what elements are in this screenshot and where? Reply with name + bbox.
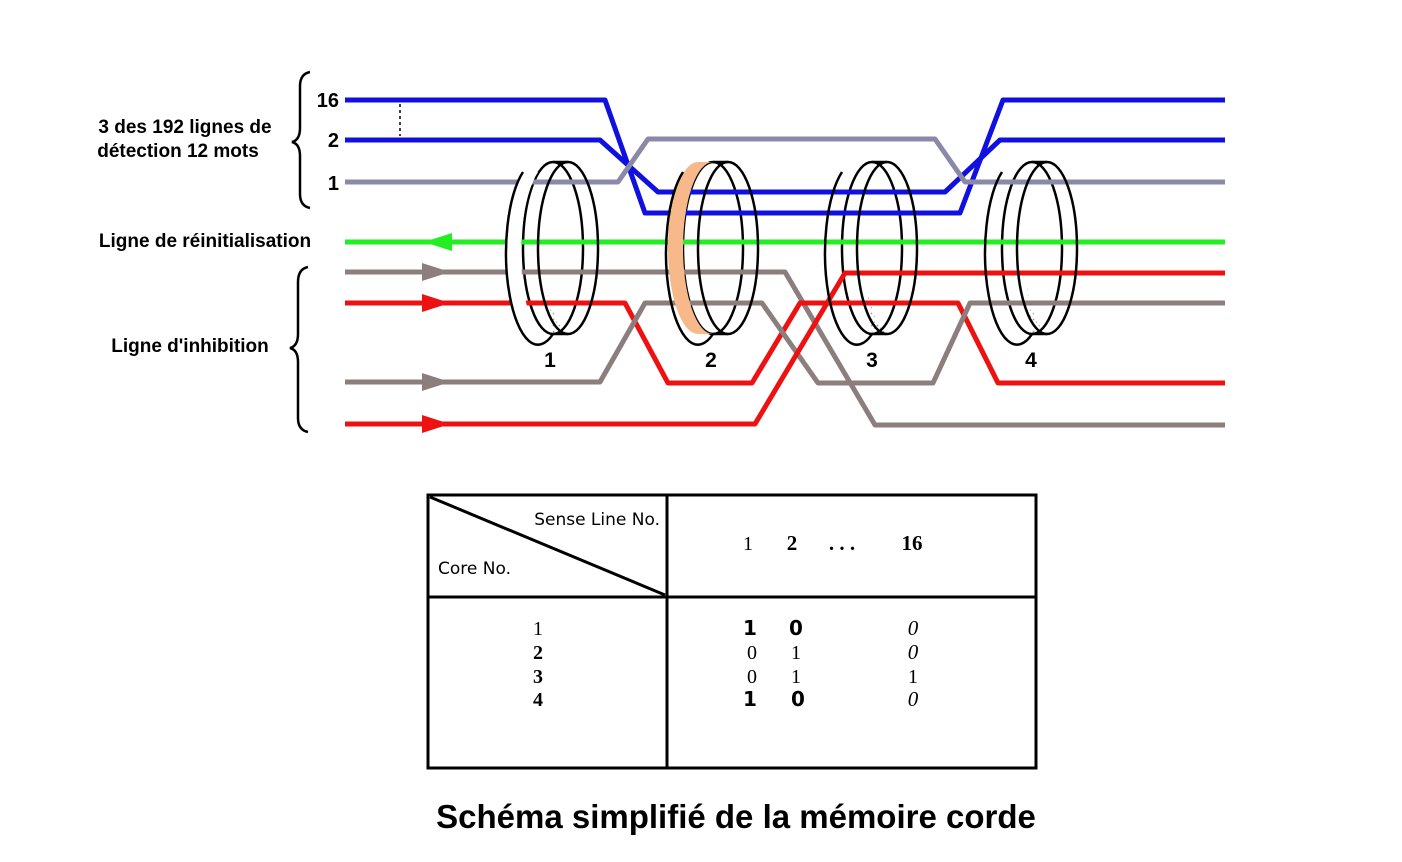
core-4-back bbox=[1000, 160, 1064, 336]
core-3 bbox=[823, 160, 919, 346]
table-row-2-core: 2 bbox=[533, 642, 543, 664]
table-col-2: 2 bbox=[787, 531, 798, 555]
inhibit-wire-gray-1-arrow bbox=[422, 263, 450, 281]
sense-group-brace bbox=[291, 70, 311, 210]
inhibit-wire-red-1 bbox=[345, 300, 1225, 386]
core-3-number: 3 bbox=[866, 349, 878, 372]
core-1-number: 1 bbox=[544, 349, 556, 372]
table-col-dots: . . . bbox=[829, 531, 855, 555]
core-3-back bbox=[840, 160, 904, 336]
inhibit-wire-gray-1 bbox=[345, 269, 1225, 428]
sense-line-16-wire bbox=[345, 97, 1225, 216]
sense-line-2-label: 2 bbox=[328, 130, 339, 152]
table-row-3-core: 3 bbox=[533, 666, 543, 688]
core-1 bbox=[504, 160, 600, 346]
table-row-4-core: 4 bbox=[533, 689, 543, 711]
inhibit-group-brace bbox=[289, 265, 309, 434]
sense-line-16-label: 16 bbox=[317, 90, 339, 112]
table-row-3-v16: 1 bbox=[908, 666, 918, 688]
core-2-number: 2 bbox=[705, 349, 717, 372]
table-header-sense-line: Sense Line No. bbox=[534, 510, 660, 530]
table-header-core: Core No. bbox=[438, 559, 511, 579]
table-row-1-v16: 0 bbox=[908, 616, 919, 640]
table-row-2-v2: 1 bbox=[791, 642, 801, 664]
table-row-4-v2: 0 bbox=[791, 687, 805, 711]
table-row-3-v1: 0 bbox=[747, 666, 757, 688]
inhibit-wire-red-2-arrow bbox=[422, 415, 450, 433]
table-row-1-core: 1 bbox=[533, 618, 543, 640]
sense-line-1-label: 1 bbox=[328, 173, 339, 195]
core-4-number: 4 bbox=[1025, 349, 1037, 372]
inhibit-wire-red-2 bbox=[345, 270, 1225, 427]
table-row-4-v1: 1 bbox=[743, 687, 757, 711]
table-col-1: 1 bbox=[743, 533, 753, 555]
table-row-1-v1: 1 bbox=[743, 616, 757, 640]
core-2-back bbox=[681, 160, 745, 336]
table-row-2-v16: 0 bbox=[908, 640, 919, 664]
core-1-back bbox=[521, 160, 585, 336]
sense-line-1-wire bbox=[345, 136, 1225, 185]
figure-caption: Schéma simplifié de la mémoire corde bbox=[436, 798, 1036, 835]
table-row-2-v1: 0 bbox=[747, 642, 757, 664]
sense-group-label-line1: 3 des 192 lignes de bbox=[98, 117, 271, 138]
core-4 bbox=[983, 160, 1079, 346]
table-col-16: 16 bbox=[902, 531, 923, 555]
table-row-3-v2: 1 bbox=[791, 666, 801, 688]
sense-core-table: Sense Line No. Core No. 1 2 . . . 16 1 2… bbox=[426, 493, 1038, 770]
inhibit-wire-gray-2 bbox=[345, 300, 1225, 386]
table-row-1-v2: 0 bbox=[789, 616, 803, 640]
reset-line-label: Ligne de réinitialisation bbox=[99, 231, 311, 252]
sense-line-2-wire bbox=[345, 137, 1225, 195]
table-row-4-v16: 0 bbox=[908, 687, 919, 711]
inhibit-wire-gray-2-arrow bbox=[422, 373, 450, 391]
sense-group-label-line2: détection 12 mots bbox=[97, 141, 259, 162]
core-2-highlighted bbox=[664, 160, 760, 346]
inhibit-line-label: Ligne d'inhibition bbox=[111, 336, 269, 357]
reset-line-arrow bbox=[424, 233, 452, 251]
inhibit-wire-red-1-arrow bbox=[422, 294, 450, 312]
